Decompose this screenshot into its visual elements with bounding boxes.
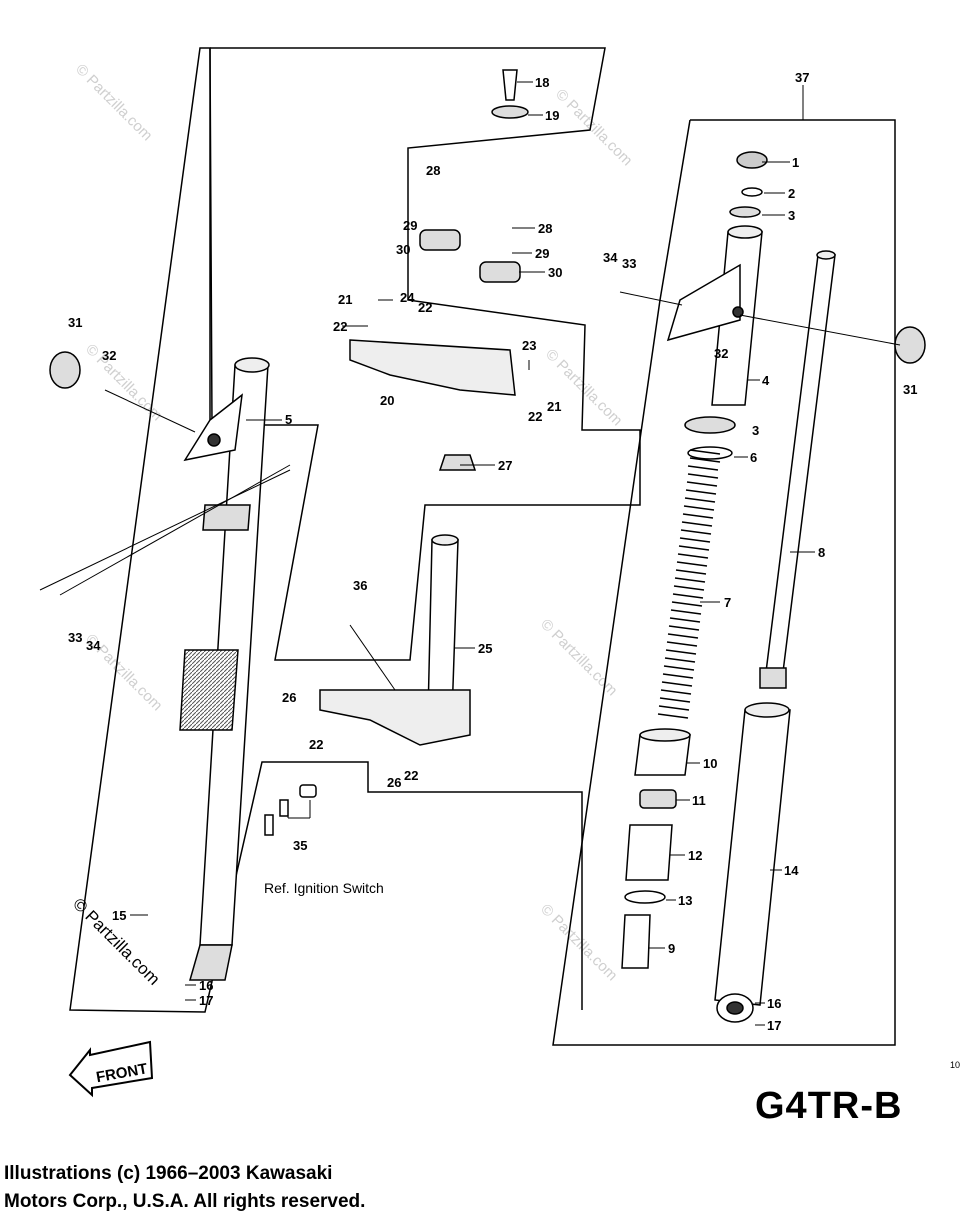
part-number: 14	[784, 863, 799, 878]
part-number: 26	[282, 690, 296, 705]
part-number: 2	[788, 186, 795, 201]
part-number: 7	[724, 595, 731, 610]
fork-tube-8	[764, 254, 836, 681]
part-number: 18	[535, 75, 549, 90]
watermark-text: © Partzilla.com	[537, 901, 620, 984]
copyright-line-1: Illustrations (c) 1966–2003 Kawasaki	[4, 1163, 333, 1184]
seal-11	[639, 789, 677, 809]
part-number: 10	[703, 756, 717, 771]
leader-lines	[39, 81, 901, 1026]
corner-mark: 10	[950, 1060, 961, 1070]
copyright-notice: Illustrations (c) 1966–2003 Kawasaki Mot…	[4, 1160, 524, 1216]
part-number: 30	[548, 265, 562, 280]
part-number: 22	[418, 300, 432, 315]
part-number: 3	[752, 423, 759, 438]
ref-ignition-label: Ref. Ignition Switch	[264, 880, 384, 896]
part-number: 24	[400, 290, 415, 305]
ignition-keys	[264, 784, 317, 836]
piston-9	[621, 914, 651, 969]
watermark-text: © Partzilla.com	[82, 341, 165, 424]
model-code: G4TR-B	[755, 1085, 903, 1127]
part-number: 16	[767, 996, 781, 1011]
part-number: 22	[333, 319, 347, 334]
part-number: 34	[86, 638, 101, 653]
copyright-line-2: Motors Corp., U.S.A. All rights reserved…	[4, 1191, 366, 1212]
lower-bracket	[319, 689, 471, 746]
part-number: 8	[818, 545, 825, 560]
collar-12	[625, 824, 673, 881]
part-number: 22	[528, 409, 542, 424]
part-number: 20	[380, 393, 394, 408]
part-number: 9	[668, 941, 675, 956]
left-group-outline	[209, 47, 641, 661]
left-fork-assembly	[179, 357, 270, 981]
part-number: 1	[792, 155, 799, 170]
reflectors	[49, 326, 926, 389]
part-number: 31	[903, 382, 917, 397]
watermark-text: © Partzilla.com	[72, 61, 155, 144]
part-number: 22	[404, 768, 418, 783]
spring-7	[657, 449, 721, 719]
upper-bracket-20	[349, 339, 516, 396]
part-number: 12	[688, 848, 702, 863]
part-number: 17	[199, 993, 213, 1008]
part-number: 13	[678, 893, 692, 908]
part-number: 4	[762, 373, 770, 388]
part-number: 29	[535, 246, 549, 261]
part-number: 27	[498, 458, 512, 473]
part-number: 22	[309, 737, 323, 752]
part-number: 25	[478, 641, 492, 656]
part-number: 37	[795, 70, 809, 85]
part-number: 28	[538, 221, 552, 236]
part-number: 23	[522, 338, 536, 353]
part-number: 26	[387, 775, 401, 790]
part-number: 19	[545, 108, 559, 123]
part-number: 31	[68, 315, 82, 330]
part-number: 32	[714, 346, 728, 361]
part-number: 5	[285, 412, 292, 427]
part-number: 33	[68, 630, 82, 645]
right-fork-assembly	[621, 151, 836, 1023]
steering-assembly	[319, 69, 529, 746]
watermarks: © Partzilla.com © Partzilla.com © Partzi…	[69, 61, 635, 989]
part-number: 36	[353, 578, 367, 593]
right-group-outline	[552, 119, 896, 1046]
part-number: 21	[338, 292, 352, 307]
part-number: 35	[293, 838, 307, 853]
part-number: 28	[426, 163, 440, 178]
part-number: 30	[396, 242, 410, 257]
outer-tube-14	[714, 709, 791, 1006]
part-number: 29	[403, 218, 417, 233]
part-number: 15	[112, 908, 126, 923]
part-number: 3	[788, 208, 795, 223]
part-number: 6	[750, 450, 757, 465]
left-lower-outline	[69, 47, 583, 1013]
part-number: 33	[622, 256, 636, 271]
part-labels: 1 2 3 4 3 6 7 8 10 11 12 13 9 14 16 17 3…	[68, 70, 917, 1033]
stem-25	[427, 539, 459, 716]
part-number: 11	[692, 793, 706, 808]
part-number: 16	[199, 978, 213, 993]
part-number: 21	[547, 399, 561, 414]
part-number: 17	[767, 1018, 781, 1033]
front-arrow: FRONT	[68, 1040, 154, 1098]
watermark-text: © Partzilla.com	[552, 86, 635, 169]
part-number: 34	[603, 250, 618, 265]
part-number: 32	[102, 348, 116, 363]
